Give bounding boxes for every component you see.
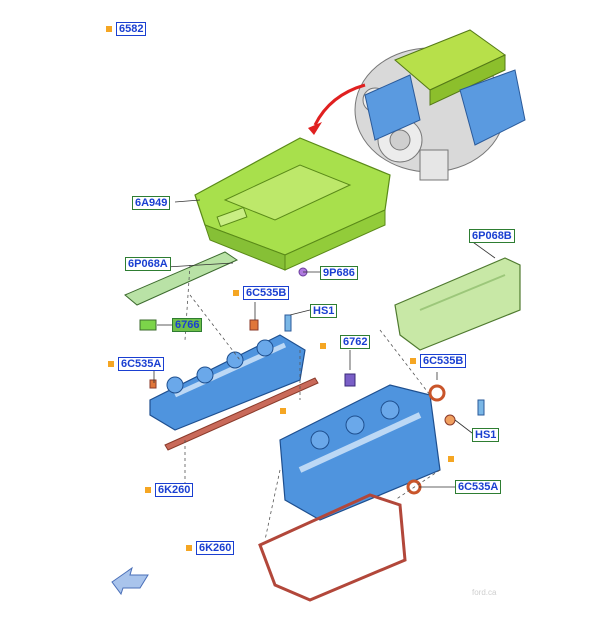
callout-6c535b-left[interactable]: 6C535B: [233, 286, 290, 300]
callout-6p068b[interactable]: 6P068B: [469, 229, 515, 243]
oil-cap-part: [139, 319, 157, 331]
part-number-label: 6582: [116, 22, 147, 36]
left-valve-cover-part: [149, 334, 306, 431]
breather-part: [344, 373, 356, 387]
callout-6c535b-right[interactable]: 6C535B: [410, 354, 467, 368]
part-number-label: 6C535B: [243, 286, 290, 300]
callout-6p068a[interactable]: 6P068A: [125, 257, 171, 271]
part-number-label: 9P686: [320, 266, 358, 280]
callout-6k260-left[interactable]: 6K260: [145, 483, 194, 497]
part-number-label: HS1: [472, 428, 500, 442]
sensor-left: [284, 314, 292, 332]
engine-cover-part: [194, 137, 391, 271]
solid-leaders: [149, 199, 496, 488]
right-valve-cover-part: [279, 384, 441, 521]
callout-bullet: [145, 487, 151, 493]
part-number-label: 6P068B: [469, 229, 515, 243]
part-number-label: 6A949: [132, 196, 171, 210]
callout-6a949[interactable]: 6A949: [132, 196, 171, 210]
watermark-text: ford.ca: [472, 588, 497, 597]
left-gasket-part: [164, 377, 319, 451]
part-number-label: 6K260: [196, 541, 235, 555]
insulator-left-part: [124, 251, 239, 306]
direction-arrow-icon[interactable]: [111, 566, 149, 596]
callout-bullet: [186, 545, 192, 551]
part-number-label: 6C535B: [420, 354, 467, 368]
callout-bullet: [410, 358, 416, 364]
marker-dot: [320, 343, 326, 349]
seal-right: [444, 414, 456, 426]
part-number-label: 6C535A: [118, 357, 165, 371]
part-number-label: 6P068A: [125, 257, 171, 271]
callout-bullet: [108, 361, 114, 367]
callout-9p686[interactable]: 9P686: [320, 266, 358, 280]
callout-6c535a-right[interactable]: 6C535A: [455, 480, 502, 494]
callout-6k260-right[interactable]: 6K260: [186, 541, 235, 555]
callout-6c535a-left[interactable]: 6C535A: [108, 357, 165, 371]
callout-bullet: [233, 290, 239, 296]
marker-dot: [448, 456, 454, 462]
arrow-curve: [313, 83, 366, 126]
sensor-right: [477, 399, 485, 416]
part-number-label: 6K260: [155, 483, 194, 497]
callout-6762[interactable]: 6762: [340, 335, 371, 349]
arrow-head: [308, 122, 322, 135]
part-number-label: 6766: [172, 318, 203, 332]
right-gasket-part: [258, 493, 407, 602]
callout-bullet: [106, 26, 112, 32]
oring-right-top: [428, 384, 446, 402]
part-number-label: 6762: [340, 335, 371, 349]
part-number-label: HS1: [310, 304, 338, 318]
callout-hs1-left[interactable]: HS1: [310, 304, 338, 318]
seal-b-left: [249, 319, 259, 331]
seal-a-left: [149, 379, 157, 389]
callout-6582[interactable]: 6582: [106, 22, 147, 36]
callout-hs1-right[interactable]: HS1: [472, 428, 500, 442]
callout-6766[interactable]: 6766: [172, 318, 203, 332]
marker-dot: [280, 408, 286, 414]
insulator-right-part: [394, 257, 521, 351]
part-number-label: 6C535A: [455, 480, 502, 494]
engine-assembly: [354, 29, 526, 181]
